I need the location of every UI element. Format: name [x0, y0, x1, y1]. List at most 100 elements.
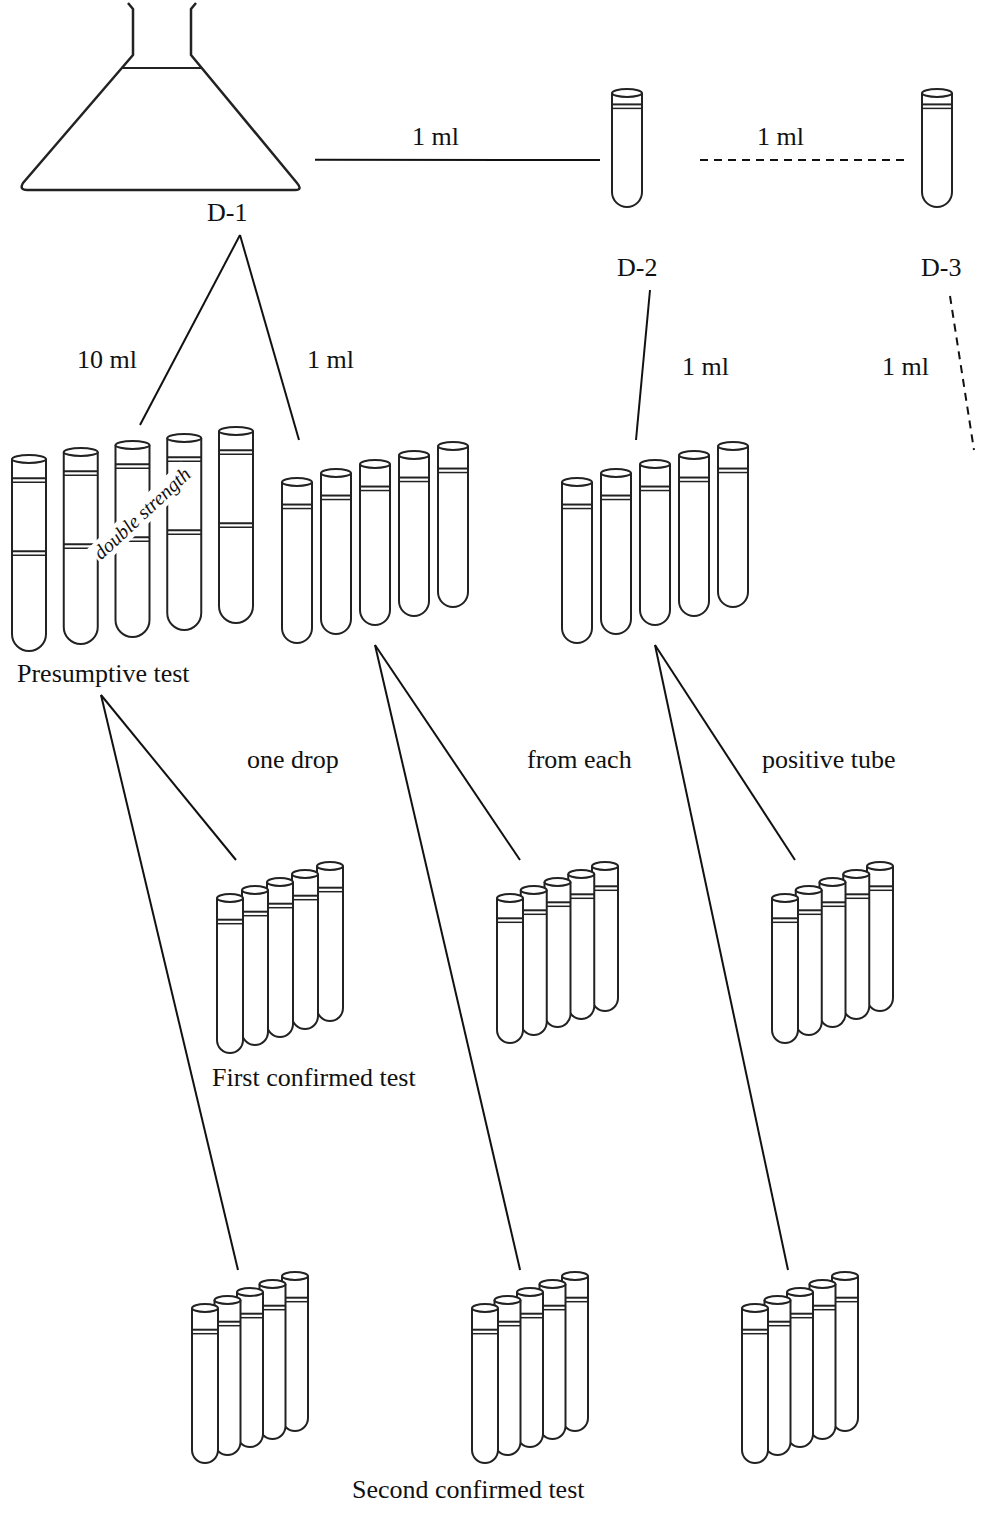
- test-tube: [497, 898, 523, 1043]
- test-tube: [242, 890, 268, 1045]
- tube-fill: [217, 898, 243, 1053]
- tube-fill: [472, 1308, 498, 1463]
- medium-level: [521, 914, 547, 916]
- tube-fill: [545, 882, 571, 1027]
- medium-level: [219, 526, 253, 528]
- tube-rim: [242, 886, 268, 894]
- medium-level: [282, 508, 312, 510]
- transfer-label: 1 ml: [410, 122, 461, 152]
- medium-level: [12, 554, 46, 556]
- tube-rim: [64, 448, 98, 456]
- medium-level: [867, 885, 893, 887]
- tube-rim: [217, 894, 243, 902]
- tube-fill: [360, 464, 390, 625]
- tube-rim: [321, 469, 351, 477]
- test-tube: [438, 446, 468, 607]
- tube-fill: [497, 898, 523, 1043]
- transfer-line: [315, 159, 600, 161]
- tube-rim: [497, 894, 523, 902]
- medium-level: [116, 467, 150, 469]
- medium-level: [521, 909, 547, 911]
- transfer-line: [375, 645, 520, 860]
- tube-fill: [601, 473, 631, 634]
- medium-level: [592, 890, 618, 892]
- test-tube: [282, 482, 312, 643]
- medium-level: [321, 499, 351, 501]
- tube-rim: [237, 1288, 263, 1296]
- medium-level: [360, 490, 390, 492]
- medium-level: [438, 468, 468, 470]
- medium-level: [796, 909, 822, 911]
- test-tube: [742, 1308, 768, 1463]
- glassware-drawing: [560, 440, 750, 645]
- glassware-drawing: [740, 1270, 860, 1465]
- medium-level: [843, 893, 869, 895]
- tube-rim: [922, 89, 952, 97]
- glassware-drawing: [280, 440, 470, 645]
- tube-fill: [843, 874, 869, 1019]
- medium-level: [922, 108, 952, 110]
- tube-rim: [796, 886, 822, 894]
- test-tube: [267, 882, 293, 1037]
- tube-fill: [679, 455, 709, 616]
- medium-level: [399, 481, 429, 483]
- tube-rim: [540, 1280, 566, 1288]
- tube-fill: [796, 890, 822, 1035]
- medium-level: [219, 449, 253, 451]
- test-tube: [360, 464, 390, 625]
- liquid-level: [122, 67, 202, 69]
- medium-level: [772, 917, 798, 919]
- medium-level: [167, 456, 201, 458]
- tube-fill: [292, 874, 318, 1029]
- tube-rim: [612, 89, 642, 97]
- tube-fill: [922, 93, 952, 207]
- medium-level: [820, 906, 846, 908]
- glassware-drawing: [920, 87, 954, 209]
- tube-rack: Second confirmed test: [340, 1270, 610, 1515]
- tube-rim: [843, 870, 869, 878]
- test-tube: [545, 882, 571, 1027]
- transfer-line: [140, 235, 240, 425]
- transfer-label: 1 ml: [755, 122, 806, 152]
- medium-level: [321, 495, 351, 497]
- tube-rack: [740, 1270, 860, 1465]
- tube-rim: [317, 862, 343, 870]
- tube-fill: [820, 882, 846, 1027]
- tube-fill: [267, 882, 293, 1037]
- erlenmeyer-flask: [22, 3, 300, 190]
- test-tube: [192, 1308, 218, 1463]
- tube-rim: [568, 870, 594, 878]
- tube-rim: [472, 1304, 498, 1312]
- medium-level: [679, 477, 709, 479]
- tube-rim: [562, 478, 592, 486]
- tube-fill: [718, 446, 748, 607]
- test-tube: [820, 882, 846, 1027]
- medium-level: [292, 899, 318, 901]
- test-tube: [292, 874, 318, 1029]
- medium-level: [267, 907, 293, 909]
- tube-fill: [772, 898, 798, 1043]
- transfer-line: [655, 645, 788, 1270]
- tube-fill: [867, 866, 893, 1011]
- medium-level: [292, 895, 318, 897]
- test-tube: [922, 93, 952, 207]
- transfer-label: from each: [525, 745, 634, 775]
- tube-fill: [282, 482, 312, 643]
- tube-rim: [867, 862, 893, 870]
- dilution-tube: D-3: [905, 85, 980, 290]
- test-tube: [679, 455, 709, 616]
- medium-level: [679, 481, 709, 483]
- medium-level: [612, 103, 642, 105]
- medium-level: [922, 103, 952, 105]
- test-tube: [718, 446, 748, 607]
- test-tube: [796, 890, 822, 1035]
- tube-rack: [280, 440, 470, 645]
- test-tube: [12, 459, 46, 651]
- tube-rim: [601, 469, 631, 477]
- medium-level: [116, 463, 150, 465]
- node-label: Presumptive test: [15, 659, 192, 689]
- test-tube: [399, 455, 429, 616]
- tube-rim: [399, 451, 429, 459]
- glassware-drawing: [15, 0, 315, 195]
- volume-label: 1 ml: [880, 352, 931, 382]
